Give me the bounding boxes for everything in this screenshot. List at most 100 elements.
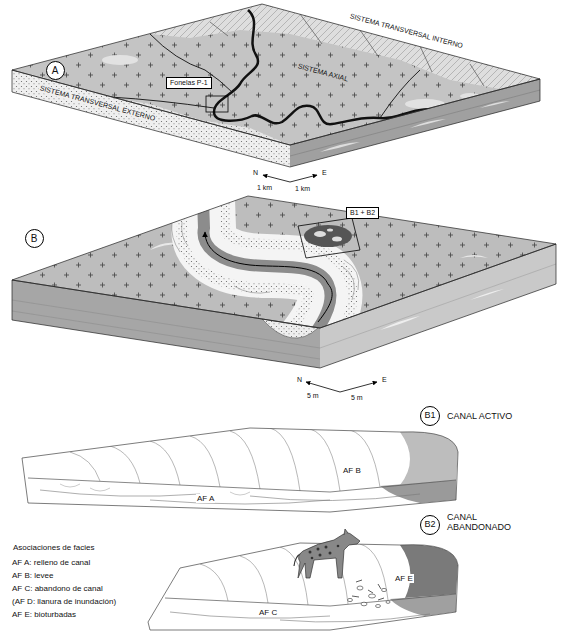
abandoned-channel-section bbox=[170, 612, 430, 622]
meander-block bbox=[298, 218, 360, 258]
legend-row: AF E: bioturbadas bbox=[12, 608, 116, 621]
label-box: Fonelas P-1 bbox=[166, 77, 212, 89]
annotation-label: AF E bbox=[394, 574, 414, 583]
meander-block bbox=[203, 200, 330, 352]
active-channel-section bbox=[22, 428, 458, 512]
regional-block bbox=[460, 93, 480, 99]
north-east-axes bbox=[306, 382, 340, 392]
legend-entry: AF B: levee bbox=[12, 571, 53, 580]
annotation-label: AF A bbox=[196, 494, 215, 503]
annotation-label: AF B bbox=[342, 466, 362, 475]
regional-block bbox=[206, 96, 228, 112]
annotation-label: N bbox=[296, 376, 303, 384]
north-east-axes bbox=[340, 382, 377, 392]
node-text: B1 + B2 bbox=[350, 209, 375, 216]
hyena-figure bbox=[329, 552, 332, 555]
regional-block bbox=[405, 99, 445, 109]
abandoned-channel-section bbox=[386, 601, 390, 604]
regional-block bbox=[0, 0, 561, 170]
meander-block bbox=[203, 200, 330, 352]
active-channel-section bbox=[60, 484, 250, 495]
abandoned-channel-section bbox=[361, 602, 367, 606]
circled-letter: B bbox=[25, 229, 44, 248]
annotation-label: AF C bbox=[258, 608, 278, 617]
active-channel-section bbox=[28, 478, 456, 492]
abandoned-channel-section bbox=[200, 543, 388, 605]
regional-block bbox=[150, 4, 540, 90]
regional-block bbox=[214, 10, 485, 124]
annotation-label: 1 km bbox=[294, 185, 311, 193]
regional-block bbox=[150, 4, 540, 90]
annotation-label: Asociaciones de facies bbox=[12, 543, 95, 552]
legend-row: AF A: relleno de canal bbox=[12, 556, 116, 569]
hyena-figure bbox=[298, 533, 360, 578]
hyena-figure bbox=[325, 546, 328, 549]
node-text: B bbox=[31, 233, 38, 244]
legend-row: AF C: abandono de canal bbox=[12, 582, 116, 595]
regional-block bbox=[0, 0, 561, 170]
meander-block bbox=[203, 200, 330, 352]
meander-block bbox=[314, 231, 326, 237]
abandoned-channel-section bbox=[357, 586, 363, 590]
hyena-figure bbox=[319, 554, 322, 557]
meander-block bbox=[0, 190, 561, 352]
node-text: A bbox=[52, 65, 59, 76]
regional-block bbox=[210, 14, 484, 86]
regional-block bbox=[110, 34, 420, 118]
hyena-figure bbox=[309, 551, 312, 554]
legend-entry: AF E: bioturbadas bbox=[12, 610, 76, 619]
circled-letter: B1 bbox=[420, 406, 440, 426]
active-channel-section bbox=[22, 428, 458, 512]
hyena-figure bbox=[294, 529, 360, 578]
legend-row: (AF D: llanura de inundación) bbox=[12, 595, 116, 608]
legend-entry: AF C: abandono de canal bbox=[12, 584, 103, 593]
meander-block bbox=[304, 225, 352, 247]
regional-block bbox=[0, 0, 561, 170]
circled-letter: B2 bbox=[420, 515, 440, 535]
hyena-figure bbox=[337, 545, 340, 548]
annotation-label: E bbox=[321, 169, 328, 177]
hyena-figure bbox=[344, 529, 348, 535]
active-channel-section bbox=[22, 428, 458, 512]
abandoned-channel-section bbox=[348, 598, 353, 601]
hyena-figure bbox=[317, 548, 320, 551]
annotation-label: 5 m bbox=[306, 392, 320, 400]
legend-entry: AF A: relleno de canal bbox=[12, 558, 90, 567]
abandoned-channel-section bbox=[369, 594, 376, 598]
annotation-label: 1 km bbox=[256, 184, 273, 192]
circled-letter: A bbox=[46, 61, 65, 80]
meander-block bbox=[327, 229, 333, 232]
north-east-axes bbox=[263, 175, 290, 182]
annotation-label: N bbox=[252, 169, 259, 177]
north-east-axes bbox=[290, 175, 317, 182]
regional-block bbox=[102, 55, 138, 65]
abandoned-channel-section bbox=[400, 545, 458, 598]
annotation-label: E bbox=[381, 376, 388, 384]
meander-block bbox=[203, 200, 330, 352]
meander-block bbox=[12, 244, 556, 368]
node-text: B1 bbox=[424, 411, 435, 421]
annotation-label: 5 m bbox=[350, 394, 364, 402]
legend-row: AF B: levee bbox=[12, 569, 116, 582]
abandoned-channel-section bbox=[376, 605, 381, 608]
active-channel-section bbox=[28, 428, 458, 504]
legend: AF A: relleno de canal AF B: levee AF C: a… bbox=[12, 556, 116, 621]
meander-block bbox=[332, 237, 342, 242]
annotation-label: CANAL ABANDONADO bbox=[446, 512, 528, 533]
abandoned-channel-section bbox=[382, 588, 387, 591]
annotation-label: CANAL ACTIVO bbox=[446, 411, 513, 421]
regional-block bbox=[12, 70, 540, 167]
node-text: Fonelas P-1 bbox=[170, 79, 208, 86]
regional-block bbox=[12, 4, 540, 145]
legend-entry: (AF D: llanura de inundación) bbox=[12, 597, 116, 606]
active-channel-section bbox=[400, 432, 458, 485]
abandoned-channel-section bbox=[165, 594, 456, 606]
meander-block bbox=[0, 190, 561, 368]
meander-block bbox=[205, 232, 332, 322]
abandoned-channel-section bbox=[352, 580, 384, 600]
node-text: B2 bbox=[424, 520, 435, 530]
meander-block bbox=[12, 196, 556, 328]
active-channel-section bbox=[70, 428, 380, 491]
label-box: B1 + B2 bbox=[346, 207, 379, 219]
hyena-figure bbox=[311, 557, 314, 560]
